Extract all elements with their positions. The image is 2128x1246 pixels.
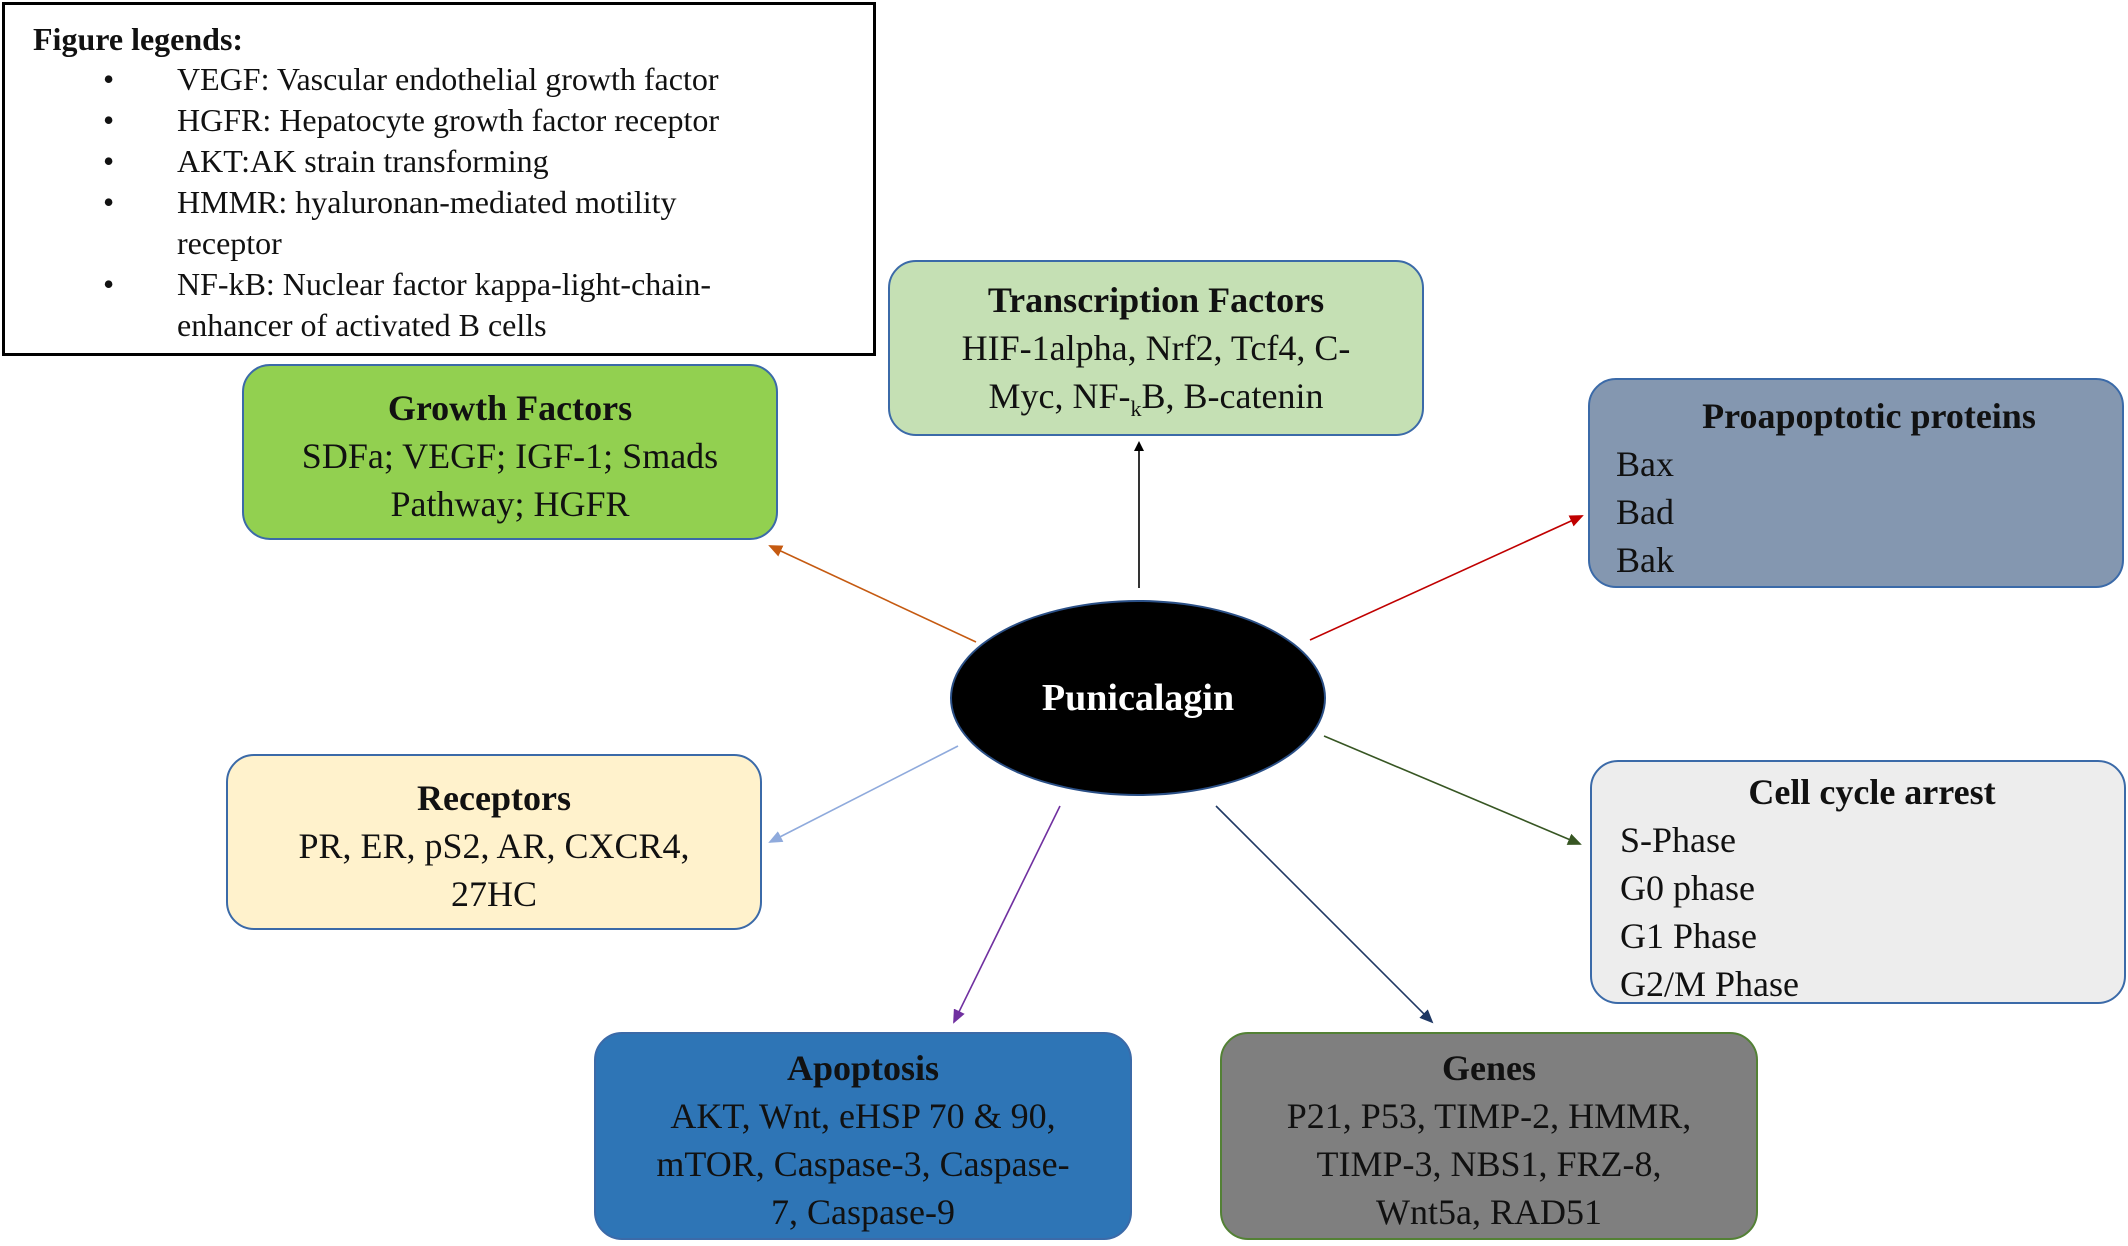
legend-list: • VEGF: Vascular endothelial growth facto… (33, 59, 853, 346)
node-list-item: Bak (1616, 540, 1674, 580)
legend-item-text: HMMR: hyaluronan-mediated motility recep… (177, 184, 677, 261)
bullet-icon: • (103, 102, 115, 138)
genes-node: Genes P21, P53, TIMP-2, HMMR, TIMP-3, NB… (1220, 1032, 1758, 1240)
legend-item: • AKT:AK strain transforming (33, 141, 853, 182)
node-title: Growth Factors (387, 388, 633, 428)
node-list-item: S-Phase (1620, 820, 1736, 860)
node-title: Apoptosis (786, 1048, 940, 1088)
node-text: 7, Caspase-9 (771, 1192, 955, 1232)
node-text: SDFa; VEGF; IGF-1; Smads (301, 436, 719, 476)
node-list-item: G1 Phase (1620, 916, 1757, 956)
legend-item-text: AKT:AK strain transforming (177, 143, 549, 179)
arrow-to-cell-cycle-arrest (1323, 735, 1582, 845)
arrow-to-receptors (768, 745, 959, 843)
node-text: Pathway; HGFR (390, 484, 630, 524)
arrow-to-proapoptotic-proteins (1309, 515, 1584, 641)
node-text: HIF-1alpha, Nrf2, Tcf4, C- (961, 328, 1351, 368)
bullet-icon: • (103, 143, 115, 179)
node-title: Receptors (417, 778, 571, 818)
receptors-node: Receptors PR, ER, pS2, AR, CXCR4, 27HC (226, 754, 762, 930)
node-text: Myc, NF-kB, B-catenin (988, 376, 1324, 422)
node-title: Genes (1442, 1048, 1536, 1088)
legend-item: • HGFR: Hepatocyte growth factor receptor (33, 100, 853, 141)
node-title: Transcription Factors (987, 280, 1325, 320)
legend-item: • NF-kB: Nuclear factor kappa-light-chain… (33, 264, 853, 346)
node-text: P21, P53, TIMP-2, HMMR, (1286, 1096, 1692, 1136)
node-title: Proapoptotic proteins (1702, 396, 2036, 436)
node-text: Wnt5a, RAD51 (1376, 1192, 1602, 1232)
figure-legend: Figure legends: • VEGF: Vascular endothel… (2, 2, 876, 356)
node-text: PR, ER, pS2, AR, CXCR4, (298, 826, 690, 866)
node-list-item: Bad (1616, 492, 1674, 532)
node-list-item: G0 phase (1620, 868, 1755, 908)
arrow-to-growth-factors (768, 545, 977, 643)
growth-factors-node: Growth Factors SDFa; VEGF; IGF-1; Smads … (242, 364, 778, 540)
legend-item: • VEGF: Vascular endothelial growth facto… (33, 59, 853, 100)
bullet-icon: • (103, 266, 115, 302)
node-list-item: Bax (1616, 444, 1674, 484)
apoptosis-node: Apoptosis AKT, Wnt, eHSP 70 & 90, mTOR, … (594, 1032, 1132, 1240)
arrow-to-apoptosis (953, 805, 1061, 1024)
legend-item-text: NF-kB: Nuclear factor kappa-light-chain-… (177, 266, 712, 343)
legend-title: Figure legends: (33, 21, 244, 57)
cell-cycle-arrest-node: Cell cycle arrest S-Phase G0 phase G1 Ph… (1590, 760, 2126, 1004)
arrow-to-genes (1215, 805, 1434, 1024)
node-title: Cell cycle arrest (1748, 772, 1996, 812)
bullet-icon: • (103, 184, 115, 220)
transcription-factors-node: Transcription Factors HIF-1alpha, Nrf2, … (888, 260, 1424, 436)
node-text: AKT, Wnt, eHSP 70 & 90, (670, 1096, 1056, 1136)
node-text: mTOR, Caspase-3, Caspase- (656, 1144, 1070, 1184)
legend-item: • HMMR: hyaluronan-mediated motility rece… (33, 182, 853, 264)
legend-item-text: VEGF: Vascular endothelial growth factor (177, 61, 719, 97)
node-text: 27HC (450, 874, 537, 914)
bullet-icon: • (103, 61, 115, 97)
legend-item-text: HGFR: Hepatocyte growth factor receptor (177, 102, 720, 138)
punicalagin-center-node: Punicalagin (950, 600, 1326, 796)
node-text: TIMP-3, NBS1, FRZ-8, (1316, 1144, 1662, 1184)
proapoptotic-proteins-node: Proapoptotic proteins Bax Bad Bak (1588, 378, 2124, 588)
node-list-item: G2/M Phase (1620, 964, 1799, 1004)
center-label: Punicalagin (1041, 677, 1235, 719)
